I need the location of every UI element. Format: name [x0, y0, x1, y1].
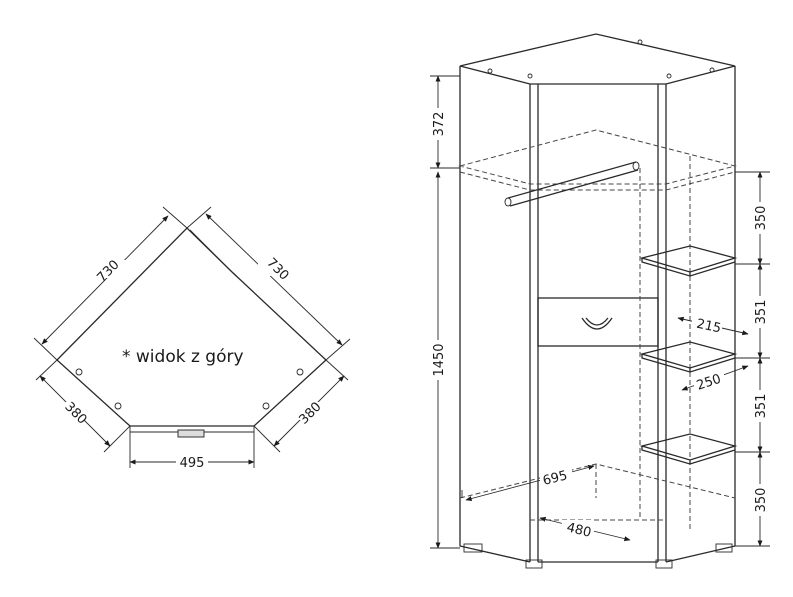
top-hole	[666, 73, 672, 79]
dim-label-shelf-depth-1: 215	[695, 317, 722, 337]
hole-dot	[114, 402, 122, 410]
hole-dot	[262, 402, 270, 410]
extension-line	[430, 75, 460, 549]
dim-label-gap-1: 350	[754, 206, 769, 231]
foot	[715, 543, 733, 553]
open-shelf	[639, 245, 738, 277]
hole-dot	[296, 368, 304, 376]
dim-label-height: 1450	[432, 343, 447, 376]
hidden-shelf-top	[458, 129, 737, 191]
dim-label-gap-4: 350	[754, 488, 769, 513]
top-hole	[709, 67, 715, 73]
wardrobe-door-left	[529, 84, 539, 562]
hole-dot	[75, 368, 83, 376]
top-hole	[527, 73, 533, 79]
wardrobe-right-side	[665, 66, 736, 563]
foot	[655, 559, 673, 569]
dim-label-shelf-depth-2: 250	[695, 372, 723, 394]
wardrobe-door-right	[657, 84, 667, 562]
dim-line-depth	[465, 465, 595, 501]
open-shelf	[639, 433, 738, 465]
drawer-handle	[581, 317, 613, 330]
dim-label-top: 372	[432, 112, 447, 137]
dim-label-gap-2: 351	[754, 300, 769, 325]
foot	[463, 543, 483, 553]
top-view: 730 730 380 380 495 * widok z góry	[33, 206, 351, 471]
top-view-note: * widok z góry	[122, 347, 244, 367]
hidden-partition	[639, 156, 691, 532]
dim-label-depth: 695	[541, 468, 569, 489]
extension-line	[33, 206, 351, 361]
top-view-handle	[177, 429, 205, 438]
top-hole	[637, 39, 643, 45]
extension-line	[35, 359, 349, 453]
dim-label-inner-width: 480	[565, 520, 593, 541]
extension-line	[735, 171, 770, 547]
wardrobe-left-side	[459, 66, 531, 563]
dim-label-gap-3: 351	[754, 394, 769, 419]
dim-label-front: 495	[180, 456, 205, 471]
top-view-door-line	[189, 229, 237, 277]
rail-end	[632, 161, 640, 171]
foot	[525, 559, 543, 569]
drawer-front	[537, 297, 659, 347]
rail-end	[504, 197, 512, 207]
dim-line-right-long	[205, 213, 343, 346]
hidden-bottom	[459, 463, 736, 521]
top-hole	[487, 68, 493, 74]
extension-line	[461, 490, 463, 498]
top-view-outline	[56, 227, 327, 427]
wardrobe-view: 372 1450 350 351 351 350 215 250 695 480	[429, 33, 770, 569]
hanging-rail	[507, 161, 639, 207]
wardrobe-top	[459, 33, 736, 85]
dim-line-left-long	[41, 215, 169, 345]
